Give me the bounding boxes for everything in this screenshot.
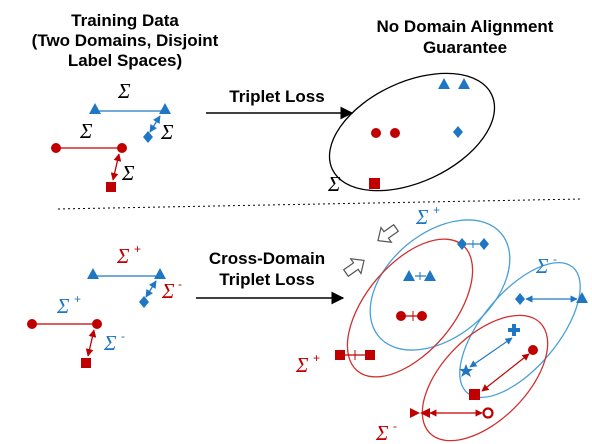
top-red-triplet — [51, 143, 127, 192]
top-blue-negative-link — [149, 115, 161, 133]
embed-blue-triangle-lower — [576, 292, 588, 303]
ellipse-sigma-minus-red: Σ — [375, 421, 389, 444]
top-embed-red-circle-2 — [390, 128, 400, 138]
top-red-circle-positive — [117, 143, 127, 153]
no-alignment-title-line-2: Guarantee — [423, 38, 507, 57]
training-data-title-line-1: Training Data — [71, 11, 179, 30]
top-blue-triangle-positive — [159, 103, 171, 114]
embed-blue-diamond-2 — [479, 238, 489, 250]
embed-red-circle-2 — [417, 311, 427, 321]
embed-red-circle-lower — [528, 345, 538, 355]
blue-cluster-ellipse-upper — [369, 219, 511, 351]
top-sigma-diamond: Σ — [160, 120, 174, 144]
embed-red-square-pair — [335, 350, 375, 360]
bottom-red-square-negative — [81, 358, 91, 368]
no-alignment-title-line-1: No Domain Alignment — [377, 17, 554, 36]
training-data-title: Training Data (Two Domains, Disjoint Lab… — [32, 11, 219, 70]
cross-domain-label-line-1: Cross-Domain — [209, 249, 325, 268]
bottom-sigma-minus-blue: Σ — [103, 331, 117, 355]
red-cluster-ellipse-lower — [421, 314, 549, 442]
ellipse-sigma-plus-red-sup: + — [313, 351, 320, 365]
embed-blue-cross — [508, 324, 520, 336]
bottom-sigma-plus-blue: Σ — [56, 294, 70, 318]
embed-red-square-lower — [469, 389, 480, 400]
cross-domain-label-line-2: Triplet Loss — [219, 270, 314, 289]
embed-red-ring — [482, 407, 494, 419]
bottom-blue-triangle-positive — [154, 268, 166, 279]
blue-cluster-ellipse-lower — [459, 261, 581, 399]
top-embed-blue-triangle-1 — [438, 78, 450, 89]
bottom-sigma-plus-red-top-sup: + — [134, 242, 141, 256]
no-alignment-title: No Domain Alignment Guarantee — [377, 17, 554, 57]
top-sigma-blue: Σ — [117, 79, 131, 103]
top-red-circle-anchor — [51, 143, 61, 153]
bottom-red-negative-link — [85, 329, 97, 357]
bottom-blue-negative-link — [145, 280, 157, 298]
bottom-red-circle-positive — [92, 319, 102, 329]
embed-blue-star — [459, 364, 473, 377]
embed-red-lower-link — [481, 353, 530, 392]
top-sigma-red: Σ — [79, 119, 93, 143]
training-data-title-line-3: Label Spaces) — [68, 51, 182, 70]
embed-cross-cluster — [459, 324, 538, 400]
embed-red-bowtie-pair — [410, 407, 494, 419]
bottom-sigma-plus-blue-sup: + — [74, 292, 81, 306]
top-embed-sigma: Σ — [327, 172, 341, 196]
converge-arrow-lower-icon — [342, 257, 365, 278]
bottom-sigma-plus-red-top: Σ — [116, 244, 130, 268]
embed-red-square-1 — [335, 350, 345, 360]
triplet-loss-label: Triplet Loss — [229, 87, 324, 106]
embed-blue-triangle-1 — [403, 270, 415, 281]
top-red-negative-link — [110, 153, 122, 181]
embed-red-circle-pair — [396, 311, 427, 321]
embed-blue-diamond-pair — [457, 238, 489, 250]
top-blue-diamond-negative — [143, 131, 153, 143]
embed-blue-triangle-2 — [424, 270, 436, 281]
bottom-sigma-minus-red-sup: - — [178, 277, 182, 291]
bottom-blue-triplet — [87, 268, 166, 308]
embed-blue-cross-star-link — [469, 337, 513, 368]
training-data-title-line-2: (Two Domains, Disjoint — [32, 31, 219, 50]
embed-red-bowtie-left — [410, 408, 420, 418]
top-blue-triplet — [89, 103, 171, 143]
top-sigma-square: Σ — [121, 161, 135, 185]
section-divider — [57, 198, 583, 210]
top-blue-triangle-anchor — [89, 103, 101, 114]
top-embed-blue-triangle-2 — [458, 78, 470, 89]
ellipse-sigma-plus-blue-sup: + — [433, 203, 440, 217]
ellipse-sigma-plus-red: Σ — [295, 353, 309, 377]
bottom-blue-diamond-negative — [139, 296, 149, 308]
embed-red-square-2 — [365, 350, 375, 360]
top-embedding-ellipse — [328, 72, 496, 192]
ellipse-sigma-plus-blue: Σ — [415, 205, 429, 229]
embed-blue-diamond-1 — [457, 238, 467, 250]
top-embed-red-circle-1 — [371, 128, 381, 138]
ellipse-sigma-minus-blue: Σ — [535, 254, 549, 278]
embed-blue-triangle-pair — [403, 270, 436, 281]
bottom-blue-triangle-anchor — [87, 268, 99, 279]
bottom-red-circle-anchor — [27, 319, 37, 329]
embed-red-bowtie-right — [420, 408, 430, 418]
top-embed-red-square — [369, 178, 380, 189]
top-red-square-negative — [106, 182, 116, 192]
ellipse-sigma-minus-red-sup: - — [393, 419, 397, 433]
ellipse-sigma-minus-blue-sup: - — [553, 252, 557, 266]
converge-arrow-upper-icon — [377, 223, 400, 244]
bottom-sigma-minus-blue-sup: - — [121, 329, 125, 343]
embed-blue-diamond-lower — [515, 293, 525, 305]
embed-blue-lower-pair — [515, 292, 588, 305]
top-embed-blue-diamond — [453, 126, 463, 138]
bottom-red-triplet — [27, 319, 102, 368]
bottom-sigma-minus-red: Σ — [161, 279, 175, 303]
